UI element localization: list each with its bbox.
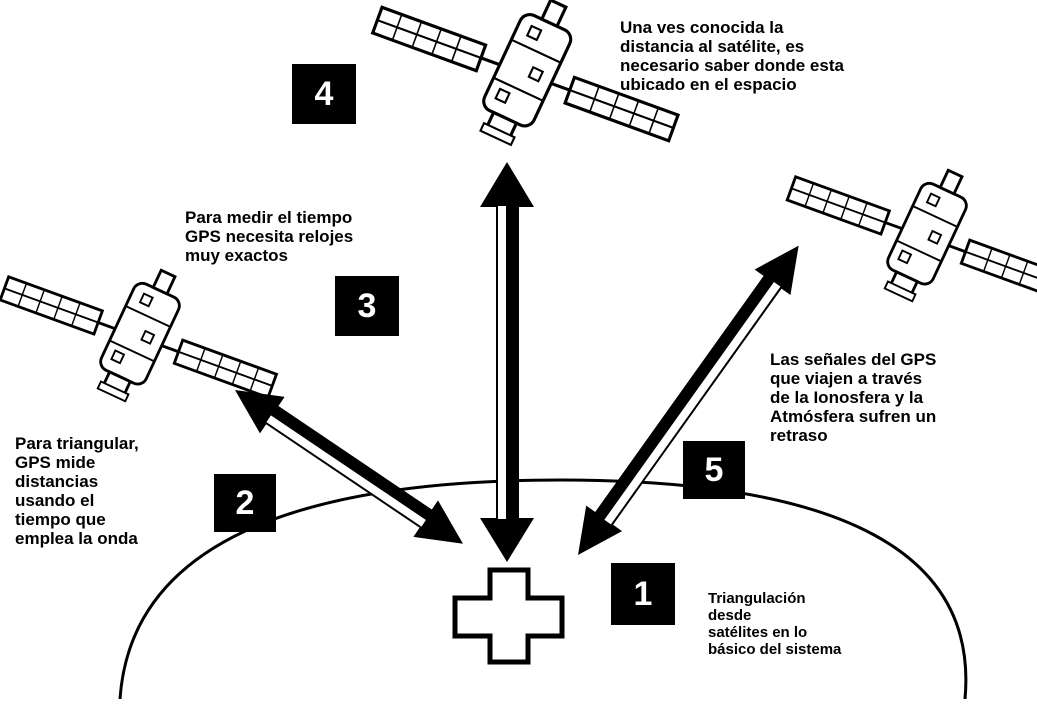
step-1-text: Triangulación desde satélites en lo bási… xyxy=(708,590,842,658)
step-4-text: Una ves conocida la distancia al satélit… xyxy=(620,18,844,94)
step-1-number: 1 xyxy=(611,563,675,625)
arrow-vertical xyxy=(480,162,534,562)
step-2-text: Para triangular, GPS mide distancias usa… xyxy=(15,434,139,548)
step-3-number: 3 xyxy=(335,276,399,336)
arrow-left xyxy=(235,390,463,544)
step-5-number: 5 xyxy=(683,441,745,499)
receiver-cross-icon xyxy=(452,567,565,665)
step-2-number: 2 xyxy=(214,474,276,532)
satellite-left xyxy=(0,261,278,407)
earth-arc xyxy=(118,478,968,700)
satellite-right xyxy=(785,161,1037,307)
arrow-right xyxy=(578,245,799,555)
step-3-text: Para medir el tiempo GPS necesita reloje… xyxy=(185,208,354,265)
step-5-text: Las señales del GPS que viajen a través … xyxy=(770,350,937,445)
step-4-number: 4 xyxy=(292,64,356,124)
